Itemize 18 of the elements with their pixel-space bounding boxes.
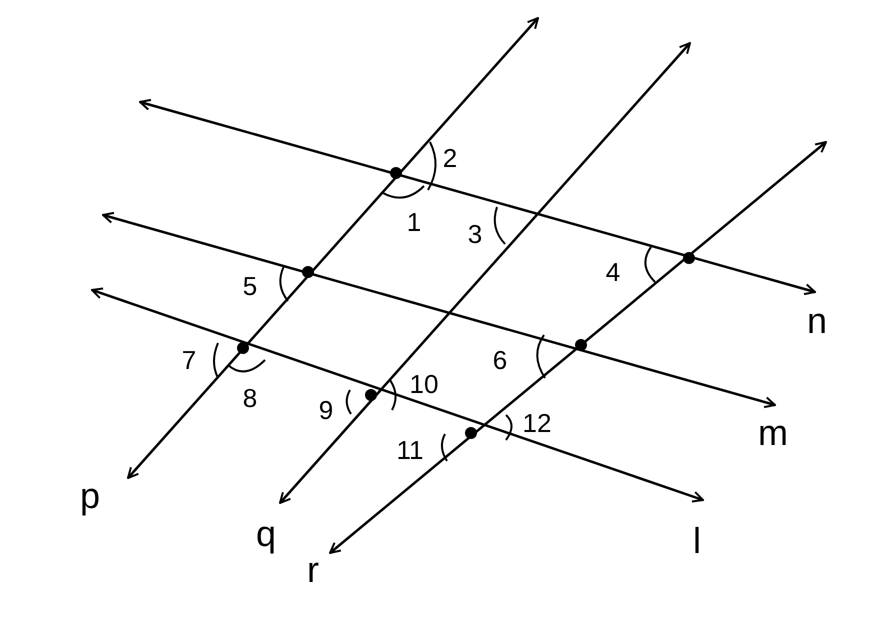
- angle-number: 3: [468, 221, 482, 247]
- line-name: r: [307, 552, 319, 588]
- line-name: q: [256, 516, 276, 552]
- angle-number: 10: [410, 371, 438, 397]
- angle-number: 5: [242, 273, 258, 299]
- angle-number: 9: [318, 397, 334, 423]
- angle-number: 4: [606, 259, 620, 285]
- line-name: m: [758, 415, 788, 451]
- angle-number: 7: [182, 347, 196, 373]
- angle-number: 11: [396, 437, 424, 463]
- angle-number: 12: [522, 410, 552, 436]
- angle-number: 8: [242, 385, 258, 411]
- line-name: l: [693, 523, 701, 559]
- line-name: p: [80, 478, 100, 514]
- line-name: n: [806, 303, 828, 339]
- angle-number: 1: [406, 209, 422, 235]
- angle-number: 6: [492, 347, 508, 373]
- angle-number: 2: [442, 145, 458, 171]
